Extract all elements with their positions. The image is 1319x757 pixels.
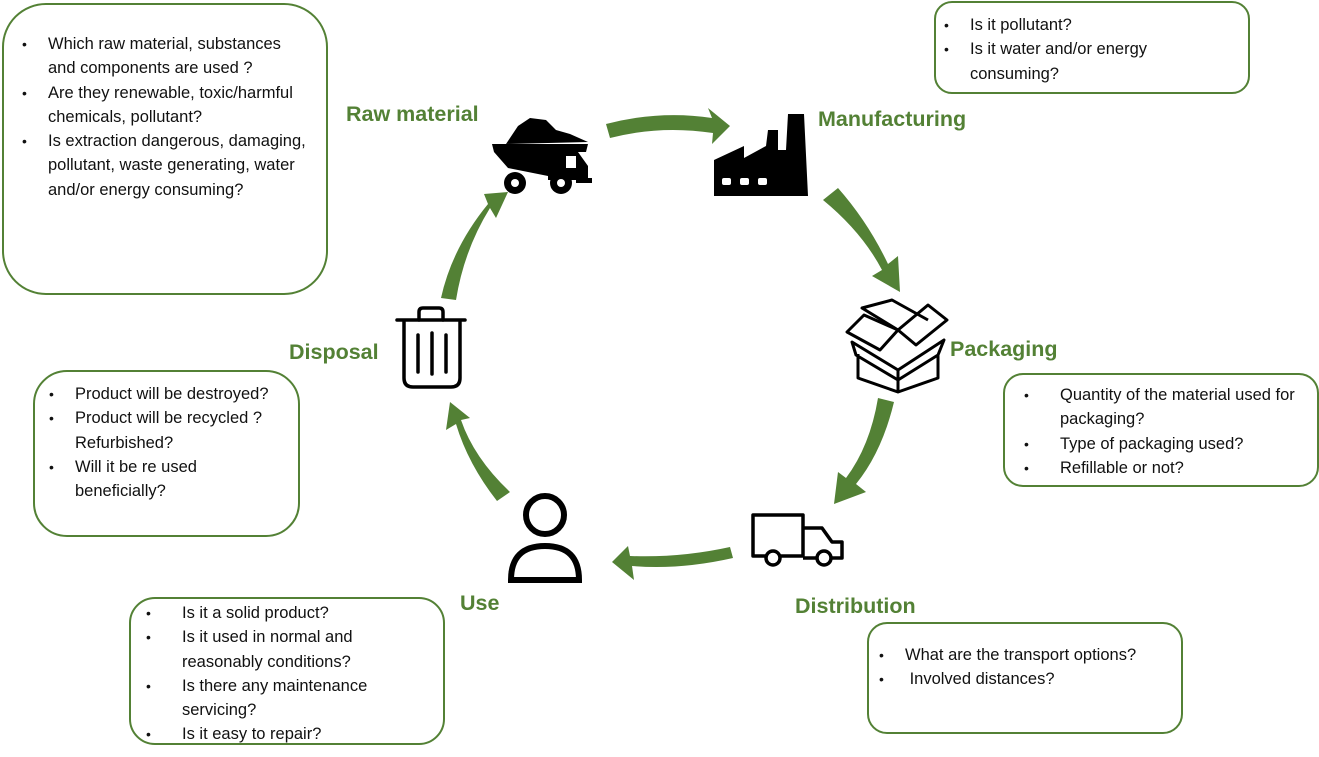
manufacturing-questions-box: Is it pollutant? Is it water and/or ener… (934, 1, 1250, 94)
distribution-questions-box: What are the transport options? Involved… (867, 622, 1183, 734)
stage-label-disposal: Disposal (289, 340, 379, 364)
question-item: Product will be recycled ? Refurbished? (49, 406, 284, 455)
use-questions-box: Is it a solid product? Is it used in nor… (129, 597, 445, 747)
stage-label-manufacturing: Manufacturing (818, 107, 967, 131)
question-item: Will it be re used beneficially? (49, 455, 284, 504)
stage-label-raw-material: Raw material (346, 102, 479, 126)
user-icon (507, 493, 583, 583)
question-item: Involved distances? (879, 667, 1161, 692)
delivery-truck-icon (751, 513, 844, 567)
stage-label-packaging: Packaging (950, 337, 1058, 361)
packaging-questions-box: Quantity of the material used for packag… (1003, 373, 1319, 487)
cycle-arrow (441, 192, 508, 300)
factory-icon (714, 114, 808, 196)
question-item: Type of packaging used? (1024, 432, 1307, 457)
cycle-arrow (612, 546, 733, 580)
cycle-arrow (823, 188, 900, 292)
question-item: Is there any maintenance servicing? (146, 674, 423, 723)
open-box-icon (845, 298, 949, 394)
question-item: Refillable or not? (1024, 456, 1307, 481)
cycle-arrow (446, 402, 510, 501)
question-item: Is extraction dangerous, damaging, pollu… (22, 129, 306, 202)
stage-label-distribution: Distribution (795, 594, 916, 618)
question-item: Is it easy to repair? (146, 722, 423, 747)
question-item: Are they renewable, toxic/harmful chemic… (22, 81, 306, 130)
question-item: Which raw material, substances and compo… (22, 32, 306, 81)
disposal-questions-box: Product will be destroyed? Product will … (33, 370, 300, 537)
cycle-arrow (834, 398, 894, 504)
question-item: Is it water and/or energy consuming? (944, 37, 1228, 86)
question-item: What are the transport options? (879, 643, 1161, 668)
trash-can-icon (395, 306, 467, 389)
question-item: Is it pollutant? (944, 13, 1228, 38)
cycle-arrow (606, 108, 730, 144)
question-item: Is it used in normal and reasonably cond… (146, 625, 423, 674)
question-item: Product will be destroyed? (49, 382, 284, 407)
stage-label-use: Use (460, 591, 500, 615)
dump-truck-icon (492, 118, 592, 194)
raw-material-questions-box: Which raw material, substances and compo… (2, 3, 328, 295)
question-item: Is it a solid product? (146, 601, 423, 626)
question-item: Quantity of the material used for packag… (1024, 383, 1307, 432)
